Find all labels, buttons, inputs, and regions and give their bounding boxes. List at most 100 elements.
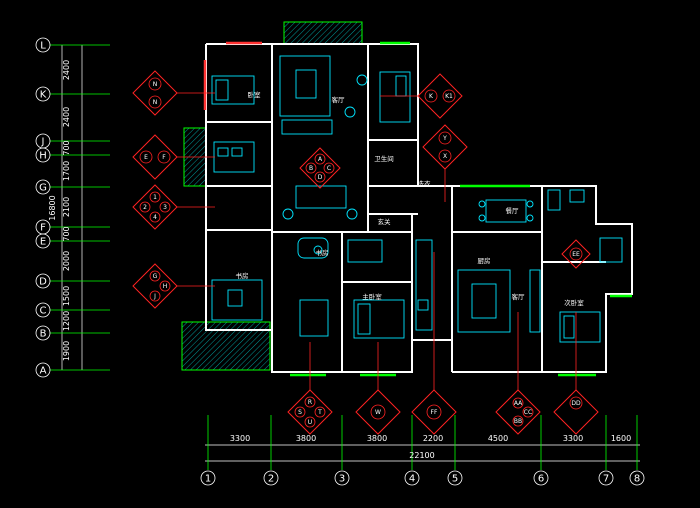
marker-tag: N (153, 99, 158, 106)
marker-tag: A (318, 156, 323, 163)
grid-col-2: 2 (263, 415, 279, 486)
grid-row-label: K (40, 90, 47, 101)
grid-row-label: J (41, 137, 45, 148)
grid-col-label: 6 (538, 474, 544, 485)
grid-row-E: E (35, 233, 110, 249)
grid-row-label: B (40, 329, 47, 340)
room-label-foyer: 玄关 (378, 217, 392, 226)
marker-tag: X (443, 153, 447, 160)
marker-tag: 1 (153, 194, 157, 201)
room-label-study-west: 书房 (236, 271, 249, 280)
col-dimension: 3800 (296, 434, 316, 443)
elevation-marker-dd: DD (553, 312, 599, 435)
marker-tag: C (327, 165, 331, 172)
marker-tag: K (429, 93, 434, 100)
elevation-marker-aabbcc: AA BB CC (495, 312, 541, 435)
grid-col-4: 4 (404, 415, 420, 486)
marker-tag: EE (572, 251, 580, 258)
room-label-study-central: 书房 (316, 248, 329, 257)
row-dimension: 2000 (62, 251, 71, 271)
marker-tag: U (308, 419, 312, 426)
elevation-marker-yx: Y X (422, 124, 468, 202)
grid-row-F: F (35, 219, 110, 235)
row-total-dimension: 16800 (48, 195, 57, 220)
col-dimension: 3300 (563, 434, 583, 443)
column-grid-axis: 1 2 3 4 5 6 7 (200, 415, 645, 486)
marker-tag: J (153, 293, 156, 300)
marker-tag: N (153, 81, 158, 88)
grid-row-label: C (40, 306, 47, 317)
marker-tag: BB (514, 418, 522, 425)
grid-row-A: A (35, 362, 110, 378)
grid-col-label: 3 (339, 474, 345, 485)
marker-tag: 2 (143, 204, 147, 211)
grid-col-6: 6 (533, 415, 549, 486)
row-dimension: 700 (62, 226, 71, 241)
row-dimension: 2100 (62, 197, 71, 217)
col-dimension: 1600 (611, 434, 631, 443)
grid-row-label: A (40, 366, 47, 377)
room-label-laundry: 洗衣 (418, 179, 432, 188)
room-label-kitchen: 厨房 (478, 256, 491, 265)
elevation-marker-ef: E F (132, 134, 215, 180)
grid-row-B: B (35, 325, 110, 341)
windows (203, 41, 632, 377)
row-dimension: 1700 (62, 161, 71, 181)
room-label-second-bedroom: 次卧室 (564, 298, 584, 307)
elevation-marker-n: N N (132, 70, 215, 116)
room-labels: 卧室 客厅 书房 卫生间 玄关 书房 厨房 主卧室 餐厅 客厅 次卧室 洗衣 (236, 90, 585, 307)
room-label-dining: 餐厅 (506, 206, 520, 215)
row-dimension: 1500 (62, 286, 71, 306)
grid-row-label: D (39, 277, 47, 288)
furniture (211, 55, 623, 343)
elevation-marker-1234: 1 2 3 4 (132, 184, 215, 230)
grid-row-label: G (39, 183, 47, 194)
marker-tag: 4 (153, 214, 157, 221)
marker-tag: W (375, 409, 381, 416)
marker-tag: T (317, 409, 322, 416)
grid-col-8: 8 (629, 415, 645, 486)
grid-col-7: 7 (598, 415, 614, 486)
grid-row-label: H (39, 151, 47, 162)
grid-col-3: 3 (334, 415, 350, 486)
grid-col-label: 4 (409, 474, 415, 485)
marker-tag: H (163, 283, 168, 290)
room-label-bedroom-nw: 卧室 (248, 90, 262, 99)
elevation-marker-w: W (355, 342, 401, 435)
grid-row-C: C (35, 302, 110, 318)
col-dimension: 2200 (423, 434, 443, 443)
marker-tag: AA (514, 400, 523, 407)
marker-tag: F (162, 154, 166, 161)
marker-tag: Y (442, 135, 447, 142)
grid-row-D: D (35, 273, 110, 289)
elevation-marker-k: K K1 (380, 73, 463, 119)
col-dimension: 3800 (367, 434, 387, 443)
row-dimension: 2400 (62, 60, 71, 80)
marker-tag: DD (571, 400, 581, 407)
marker-tag: K1 (445, 93, 453, 100)
elevation-marker-abcd: A B C D (299, 147, 341, 189)
room-label-bathroom: 卫生间 (374, 154, 394, 163)
room-label-living-right: 客厅 (512, 292, 526, 301)
elevation-marker-ghj: G H J (132, 263, 215, 309)
grid-row-label: E (40, 237, 46, 248)
grid-col-1: 1 (200, 415, 216, 486)
marker-tag: B (309, 165, 313, 172)
marker-tag: D (318, 174, 323, 181)
grid-row-J: J (35, 133, 110, 149)
grid-col-5: 5 (447, 415, 463, 486)
grid-row-G: G (35, 179, 110, 195)
grid-row-label: L (40, 41, 46, 52)
row-grid-axis: L K J H G F E (35, 37, 110, 378)
row-dimension: 700 (62, 140, 71, 155)
grid-row-label: F (40, 223, 46, 234)
elevation-marker-ee: EE (561, 239, 591, 269)
grid-row-H: H (35, 147, 110, 163)
grid-row-L: L (35, 37, 110, 53)
grid-col-label: 7 (603, 474, 609, 485)
col-dimension: 4500 (488, 434, 508, 443)
marker-tag: E (144, 154, 148, 161)
marker-tag: S (298, 409, 302, 416)
